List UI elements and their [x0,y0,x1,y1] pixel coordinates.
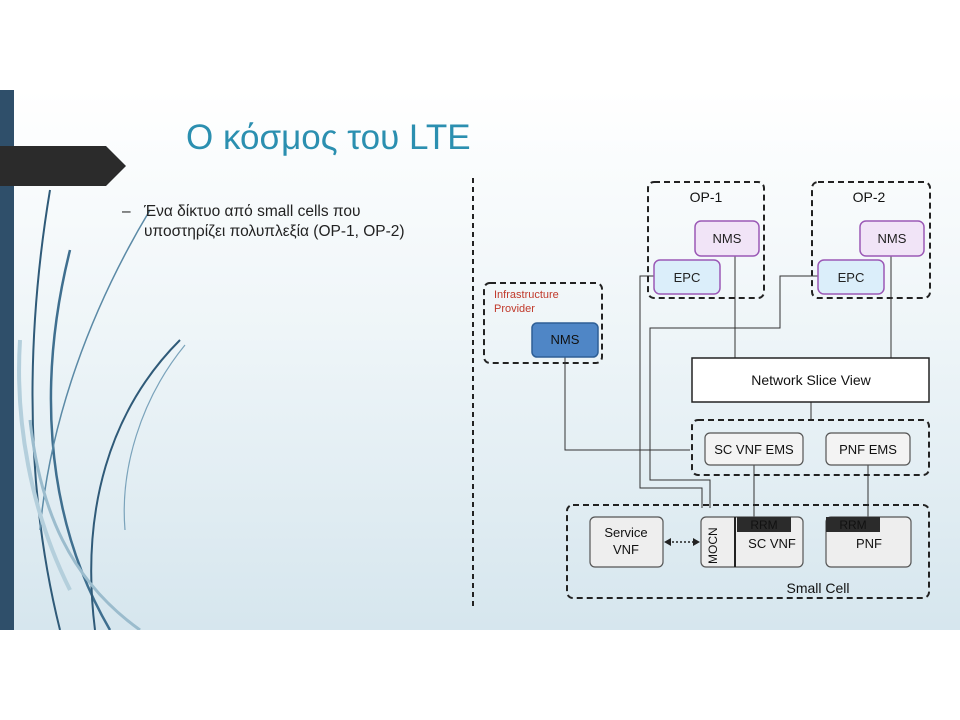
small-cell-label: Small Cell [786,580,849,596]
epc-op1-label: EPC [674,270,701,285]
rrm-sc-label: RRM [750,518,777,532]
op1-group [647,181,765,299]
nms-op2-box [859,220,925,257]
service-vnf-box [589,516,664,568]
title-arrow-shape [0,146,126,186]
bullet-line-2: υποστηρίζει πολυπλεξία (OP-1, OP-2) [144,223,405,240]
infrastructure-provider-group [483,282,603,364]
bullet-dash: – [122,203,131,220]
pnf-ems-box [825,432,911,466]
infra-label-line-2: Provider [494,303,535,315]
epc-op2-label: EPC [838,270,865,285]
rrm-pnf-label: RRM [839,518,866,532]
pnf-ems-label: PNF EMS [839,442,897,457]
network-diagram: OP-1 OP-2 Infrastructure Provider [472,178,931,608]
ems-group [691,419,930,476]
nms-op2-label: NMS [878,231,907,246]
network-slice-view-box [691,357,930,403]
epc-op2-box [817,259,885,295]
nms-op1-label: NMS [713,231,742,246]
decorative-curves [17,189,186,630]
connector-lines [564,256,892,518]
op2-group [811,181,931,299]
sc-vnf-ems-box [704,432,804,466]
sc-vnf-label: SC VNF [748,536,796,551]
nms-infra-box [531,322,599,358]
epc-op1-box [653,259,721,295]
bidirectional-arrow [664,538,700,546]
bullet-line-1: Ένα δίκτυο από small cells που [144,203,361,220]
slide-title: Ο κόσμος του LTE [186,118,471,157]
nms-op1-box [694,220,760,257]
op2-label: OP-2 [853,189,886,205]
left-accent-bar [0,90,14,630]
slide-background: Ο κόσμος του LTE – Ένα δίκτυο από small … [0,90,960,630]
rrm-pnf-box [826,517,880,532]
op1-label: OP-1 [690,189,723,205]
service-vnf-label-line-1: Service [604,525,647,540]
service-vnf-label-line-2: VNF [613,542,639,557]
pnf-label: PNF [856,536,882,551]
small-cell-group [566,504,930,599]
rrm-sc-box [737,517,791,532]
nms-infra-label: NMS [551,332,580,347]
sc-vnf-ems-label: SC VNF EMS [714,442,794,457]
network-slice-view-label: Network Slice View [751,372,871,388]
mocn-label: MOCN [706,527,720,564]
infra-label-line-1: Infrastructure [494,289,559,301]
